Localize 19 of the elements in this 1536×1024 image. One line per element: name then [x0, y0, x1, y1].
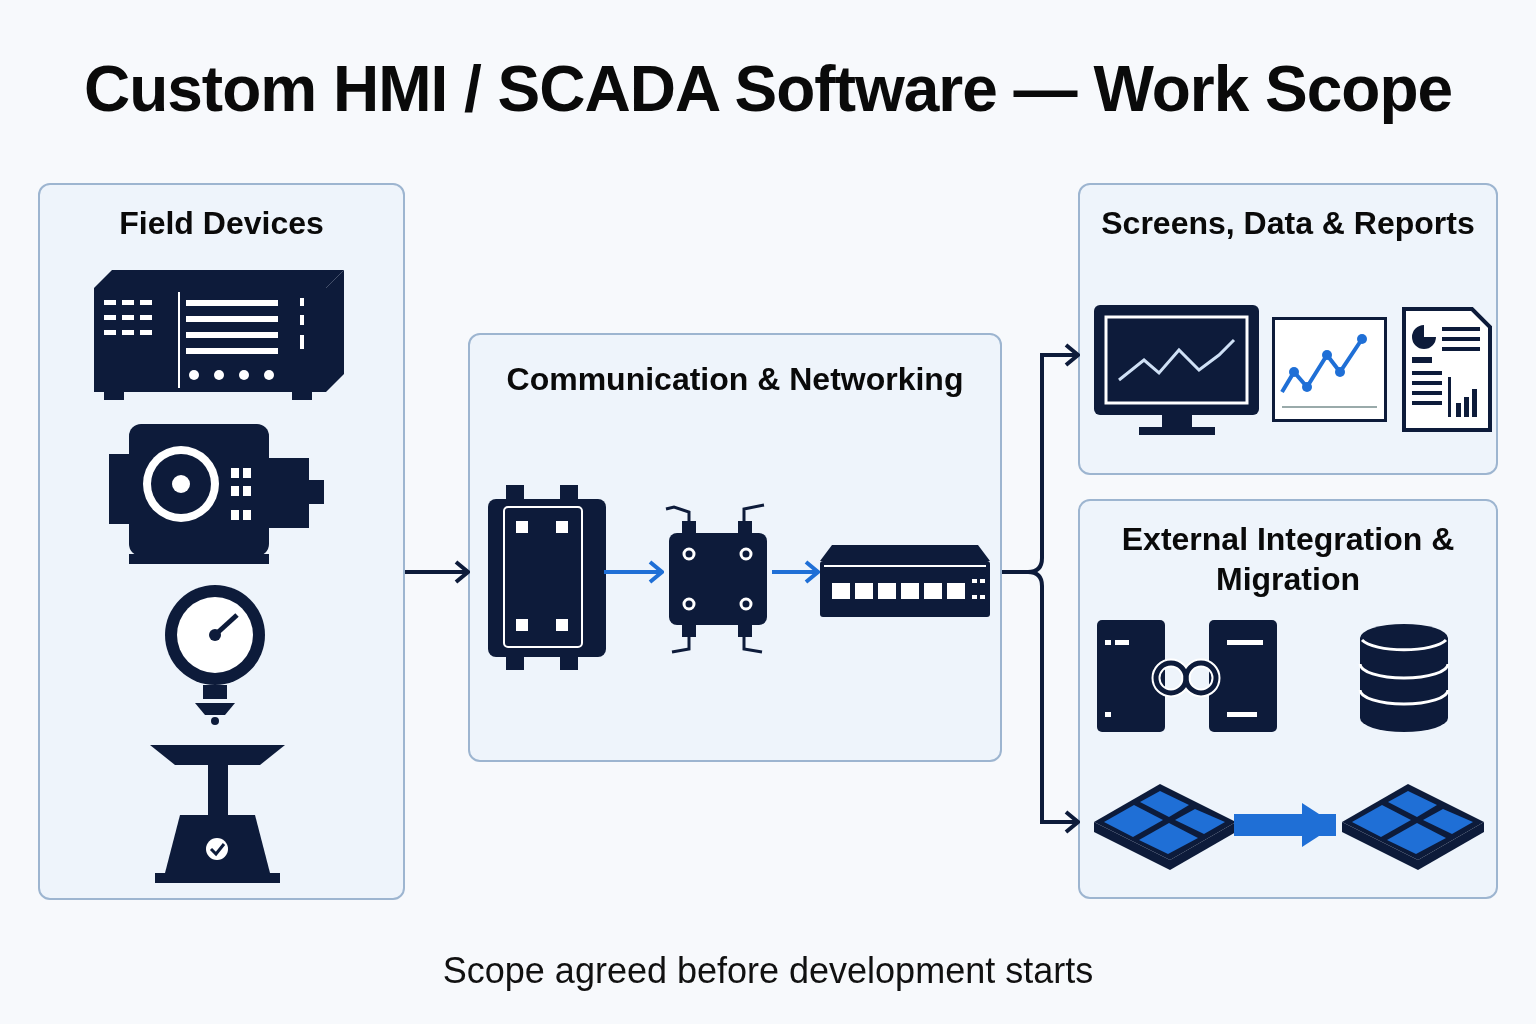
panel-title: External Integration & Migration	[1120, 520, 1456, 599]
caption: Scope agreed before development starts	[441, 950, 1095, 992]
grid-tile-icon	[1342, 784, 1484, 870]
panel	[38, 183, 405, 900]
panel-title: Communication & Networking	[505, 360, 965, 399]
panel-title: Field Devices	[118, 204, 325, 243]
network-switch-icon	[820, 545, 990, 617]
arrow	[405, 560, 470, 584]
arrow	[1234, 803, 1336, 847]
panel	[1078, 499, 1498, 899]
arrow	[604, 560, 664, 584]
controller-icon	[488, 485, 606, 670]
grid-tile-icon	[1094, 784, 1236, 870]
panel-title: Screens, Data & Reports	[1100, 204, 1476, 243]
arrow	[772, 560, 820, 584]
panel	[1078, 183, 1498, 475]
panel	[468, 333, 1002, 762]
diagram-title: Custom HMI / SCADA Software — Work Scope	[82, 52, 1454, 126]
arrow	[1002, 570, 1080, 834]
